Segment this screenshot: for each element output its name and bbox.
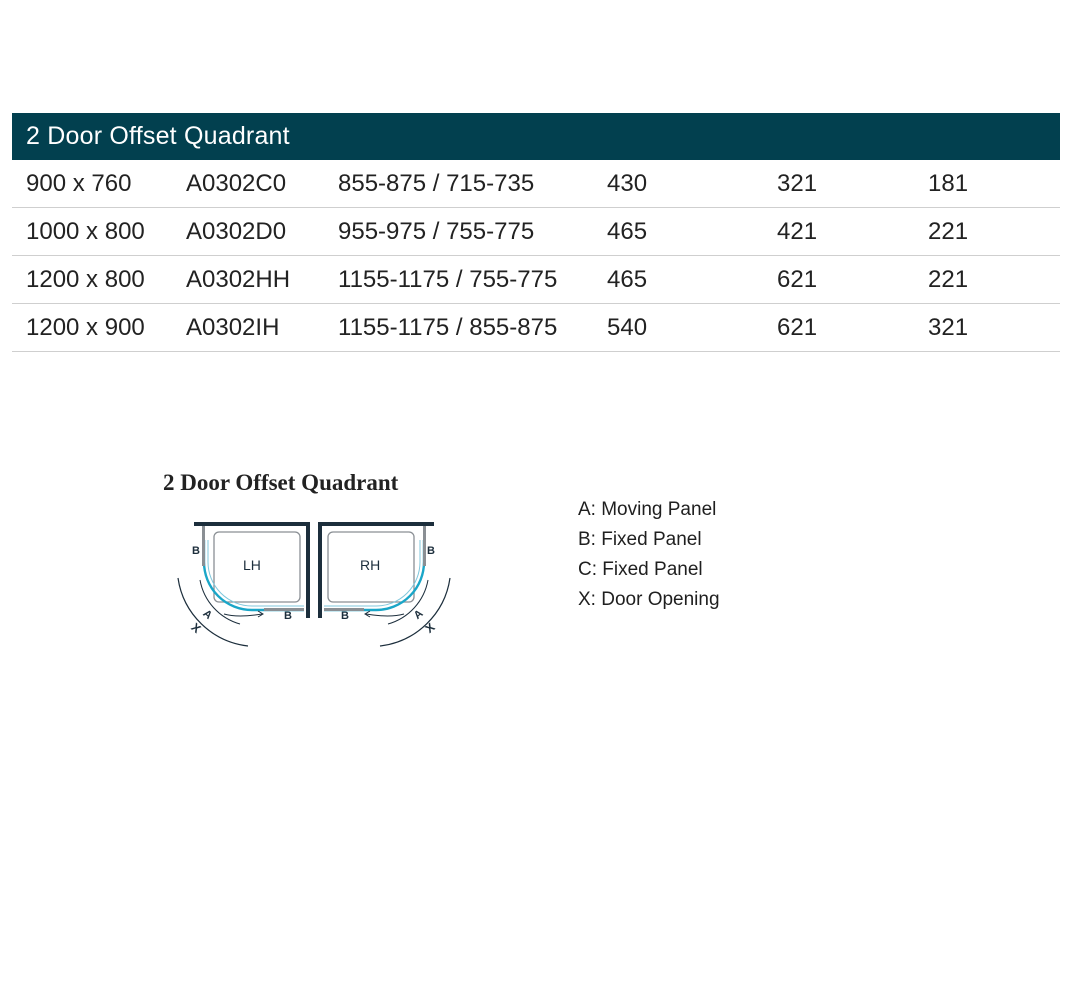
- rh-label-x: X: [422, 620, 437, 636]
- lh-label-x: X: [188, 620, 203, 636]
- cell-size: 1200 x 900: [26, 314, 145, 341]
- rh-door-swing-arc: [379, 577, 451, 647]
- enclosure-diagram: LH B B A X RH B B A X: [177, 522, 451, 647]
- lh-enclosure: LH B B A X: [177, 522, 310, 647]
- lh-tray: [213, 531, 301, 603]
- rh-label-a: A: [412, 608, 426, 622]
- cell-code: A0302HH: [186, 266, 291, 293]
- table-header: 2 Door Offset Quadrant: [12, 113, 1060, 160]
- cell-value-a: 465: [607, 218, 648, 245]
- rh-moving-arrow-head: [364, 610, 371, 618]
- lh-glass-inner: [207, 540, 304, 607]
- cell-size: 1200 x 800: [26, 266, 145, 293]
- lh-label-b-side: B: [192, 545, 200, 557]
- table-row: 900 x 760 A0302C0 855-875 / 715-735 430 …: [12, 160, 1060, 208]
- cell-value-b: 421: [777, 218, 818, 245]
- rh-back-wall: [318, 522, 434, 526]
- lh-fixed-panel-b-side: [202, 526, 205, 566]
- diagram-title: 2 Door Offset Quadrant: [163, 470, 399, 495]
- spec-table: 2 Door Offset Quadrant 900 x 760 A0302C0…: [12, 113, 1060, 352]
- legend-item-door-opening: X: Door Opening: [578, 589, 720, 610]
- table-row: 1000 x 800 A0302D0 955-975 / 755-775 465…: [12, 208, 1060, 256]
- legend-item-moving-panel: A: Moving Panel: [578, 499, 717, 520]
- rh-moving-arrow: [365, 613, 405, 617]
- cell-adjustment: 955-975 / 755-775: [338, 218, 535, 245]
- cell-size: 1000 x 800: [26, 218, 145, 245]
- lh-door-inner-arc: [199, 579, 241, 625]
- lh-moving-arrow: [223, 613, 263, 617]
- table-title: 2 Door Offset Quadrant: [26, 122, 290, 150]
- rh-glass-curve: [324, 540, 426, 612]
- cell-adjustment: 1155-1175 / 855-875: [338, 314, 558, 341]
- lh-back-wall: [194, 522, 310, 526]
- rh-label-b-side: B: [427, 545, 435, 557]
- lh-label: LH: [243, 557, 261, 573]
- cell-code: A0302IH: [186, 314, 280, 341]
- lh-door-swing-arc: [177, 577, 249, 647]
- cell-adjustment: 855-875 / 715-735: [338, 170, 535, 197]
- lh-glass-curve: [202, 540, 304, 612]
- lh-side-wall: [306, 522, 310, 618]
- rh-label-b-front: B: [341, 610, 349, 622]
- lh-label-b-front: B: [284, 610, 292, 622]
- rh-label: RH: [360, 557, 380, 573]
- cell-value-a: 465: [607, 266, 648, 293]
- table-row: 1200 x 900 A0302IH 1155-1175 / 855-875 5…: [12, 304, 1060, 352]
- lh-fixed-panel-b-front: [264, 608, 304, 611]
- lh-moving-arrow-head: [257, 610, 264, 618]
- rh-fixed-panel-b-side: [423, 526, 426, 566]
- lh-label-a: A: [200, 608, 214, 622]
- rh-enclosure: RH B B A X: [318, 522, 451, 647]
- legend-item-fixed-panel-b: B: Fixed Panel: [578, 529, 702, 550]
- rh-side-wall: [318, 522, 322, 618]
- rh-tray: [327, 531, 415, 603]
- diagram-legend: A: Moving Panel B: Fixed Panel C: Fixed …: [578, 497, 720, 617]
- rh-glass-inner: [324, 540, 421, 607]
- rh-door-inner-arc: [387, 579, 429, 625]
- cell-code: A0302C0: [186, 170, 287, 197]
- cell-value-c: 181: [928, 170, 969, 197]
- table-row: 1200 x 800 A0302HH 1155-1175 / 755-775 4…: [12, 256, 1060, 304]
- cell-adjustment: 1155-1175 / 755-775: [338, 266, 558, 293]
- cell-size: 900 x 760: [26, 170, 132, 197]
- cell-value-b: 321: [777, 170, 818, 197]
- legend-item-fixed-panel-c: C: Fixed Panel: [578, 559, 703, 580]
- rh-fixed-panel-b-front: [324, 608, 364, 611]
- cell-value-a: 540: [607, 314, 648, 341]
- cell-value-c: 221: [928, 218, 969, 245]
- cell-value-c: 321: [928, 314, 969, 341]
- cell-code: A0302D0: [186, 218, 287, 245]
- cell-value-a: 430: [607, 170, 648, 197]
- cell-value-c: 221: [928, 266, 969, 293]
- cell-value-b: 621: [777, 266, 818, 293]
- cell-value-b: 621: [777, 314, 818, 341]
